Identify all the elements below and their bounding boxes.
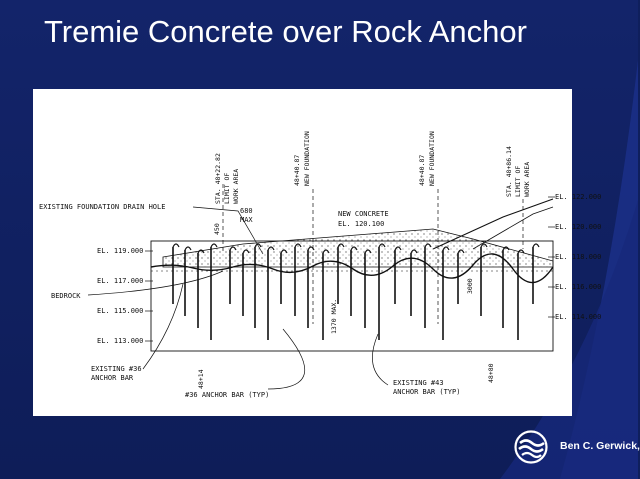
anchor-bar-hook	[410, 249, 418, 254]
ground-slope-right-inner	[472, 206, 554, 250]
left-elevation-ticks	[145, 250, 153, 342]
bedrock-line	[150, 253, 554, 284]
drain-hole-label: EXISTING FOUNDATION DRAIN HOLE	[39, 203, 165, 211]
anchor-bar-hook	[294, 243, 302, 248]
bedrock-label: BEDROCK	[51, 292, 81, 300]
anchor-bar-hook	[480, 243, 488, 248]
anchor-bar-hook	[442, 246, 450, 251]
existing-36-leader	[142, 283, 184, 370]
left-elevation-label-2: EL. 117.000	[97, 277, 143, 285]
left-elevation-label-1: EL. 119.000	[97, 247, 143, 255]
right-elevation-ticks	[548, 196, 555, 318]
anchor-bar-hook	[307, 246, 315, 251]
anchor-bar-hook	[280, 249, 288, 254]
station-label-1b: LIMIT OF	[223, 173, 231, 204]
anchor-bar-hook	[197, 249, 205, 254]
sta-4814-label: 48+14	[197, 369, 205, 389]
slide-title: Tremie Concrete over Rock Anchor	[44, 14, 527, 49]
logo-text: Ben C. Gerwick,	[560, 440, 640, 452]
anchor-bar-hook	[267, 246, 275, 251]
bedrock-leader	[87, 270, 224, 296]
anchor-bar-hook	[337, 243, 345, 248]
anchor-bar-hook	[532, 243, 540, 248]
left-elevation-label-4: EL. 113.000	[97, 337, 143, 345]
right-elevation-label-1: EL. 122.000	[555, 193, 601, 201]
station-label-1c: WORK AREA	[232, 169, 240, 204]
anchor-bar-hook	[378, 243, 386, 248]
station-label-2b: NEW FOUNDATION	[303, 131, 311, 186]
anchor-bar-hook	[254, 243, 262, 248]
left-elevation-label-3: EL. 115.000	[97, 307, 143, 315]
sta-4880-label: 48+80	[487, 363, 495, 383]
new-concrete-layer	[162, 228, 554, 268]
new-concrete-label: NEW CONCRETE	[338, 210, 389, 218]
anchor-bar-hook	[394, 246, 402, 251]
existing-43-label-line1: EXISTING #43	[393, 379, 444, 387]
right-elevation-label-4: EL. 116.000	[555, 283, 601, 291]
existing-36-label-line1: EXISTING #36	[91, 365, 142, 373]
right-elevation-label-2: EL. 120.000	[555, 223, 601, 231]
station-label-2a: 48+40.87	[293, 155, 301, 186]
dim-3000-label: 3000	[466, 278, 474, 294]
anchor-bar-hook	[229, 246, 237, 251]
right-elevation-label-5: EL. 114.000	[555, 313, 601, 321]
anchor-bar-hook	[210, 243, 218, 248]
dim-450-label: 450	[213, 223, 221, 235]
anchor-bar-hook	[517, 249, 525, 254]
station-label-4c: WORK AREA	[523, 162, 531, 197]
gerwick-wave-logo-icon	[514, 430, 548, 464]
station-label-4b: LIMIT OF	[514, 166, 522, 197]
station-label-1a: STA. 48+22.82	[214, 153, 222, 204]
anchor-36-typ-label: #36 ANCHOR BAR (TYP)	[185, 391, 269, 399]
cross-section-diagram: STA. 48+22.82 LIMIT OF WORK AREA 48+40.8…	[39, 131, 601, 399]
anchor-bar-hook	[364, 249, 372, 254]
station-label-3a: 48+40.87	[418, 155, 426, 186]
drain-hole-leader	[192, 206, 264, 255]
anchor-bar-hook	[322, 249, 330, 254]
station-label-3b: NEW FOUNDATION	[428, 131, 436, 186]
dim-1370-label: 1370 MAX.	[330, 299, 338, 334]
existing-43-leader	[372, 333, 389, 386]
right-elevation-label-3: EL. 118.000	[555, 253, 601, 261]
anchor-bar-hook	[457, 249, 465, 254]
existing-36-label-line2: ANCHOR BAR	[91, 374, 134, 382]
anchor-bar-hook	[502, 246, 510, 251]
anchor-bar-hook	[184, 246, 192, 251]
dim-680-max-label: MAX	[240, 216, 253, 224]
company-logo: Ben C. Gerwick,	[514, 430, 640, 464]
anchor-bar-hook	[350, 246, 358, 251]
anchor-bar-hook	[242, 249, 250, 254]
dim-680-label: 680	[240, 207, 253, 215]
anchor-bars	[172, 243, 540, 340]
station-label-4a: STA. 48+86.14	[505, 146, 513, 197]
engineering-drawing: STA. 48+22.82 LIMIT OF WORK AREA 48+40.8…	[33, 89, 601, 416]
anchor-bar-hook	[172, 243, 180, 248]
existing-43-label-line2: ANCHOR BAR (TYP)	[393, 388, 460, 396]
anchor-bar-hook	[424, 243, 432, 248]
new-concrete-el-label: EL. 120.100	[338, 220, 384, 228]
anchor-36-leader	[267, 328, 306, 390]
